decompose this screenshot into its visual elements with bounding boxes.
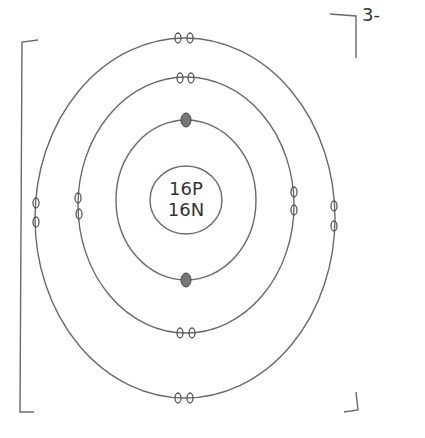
electron <box>188 73 194 83</box>
electron <box>175 33 181 43</box>
electron <box>175 393 181 403</box>
electron <box>331 221 337 231</box>
electron <box>291 205 297 215</box>
electron <box>75 193 81 203</box>
electron <box>177 73 183 83</box>
electron <box>181 273 191 287</box>
nucleus-count: 16N <box>168 200 204 221</box>
electron <box>187 393 193 403</box>
electron <box>187 33 193 43</box>
electron <box>291 187 297 197</box>
electron <box>33 217 39 227</box>
nucleus-count: 16P <box>169 179 203 200</box>
bracket <box>20 40 38 412</box>
bracket <box>330 14 356 58</box>
bracket <box>344 392 358 412</box>
electron-shell <box>78 77 294 333</box>
electron <box>76 209 82 219</box>
electron <box>331 201 337 211</box>
electron-shell <box>35 38 335 398</box>
nucleus-circle: 16P16N <box>149 165 223 235</box>
electron <box>181 113 191 127</box>
electron-shell <box>116 120 256 280</box>
electron <box>189 328 195 338</box>
electron <box>177 328 183 338</box>
electron <box>33 198 39 208</box>
ion-charge: 3- <box>362 4 380 25</box>
